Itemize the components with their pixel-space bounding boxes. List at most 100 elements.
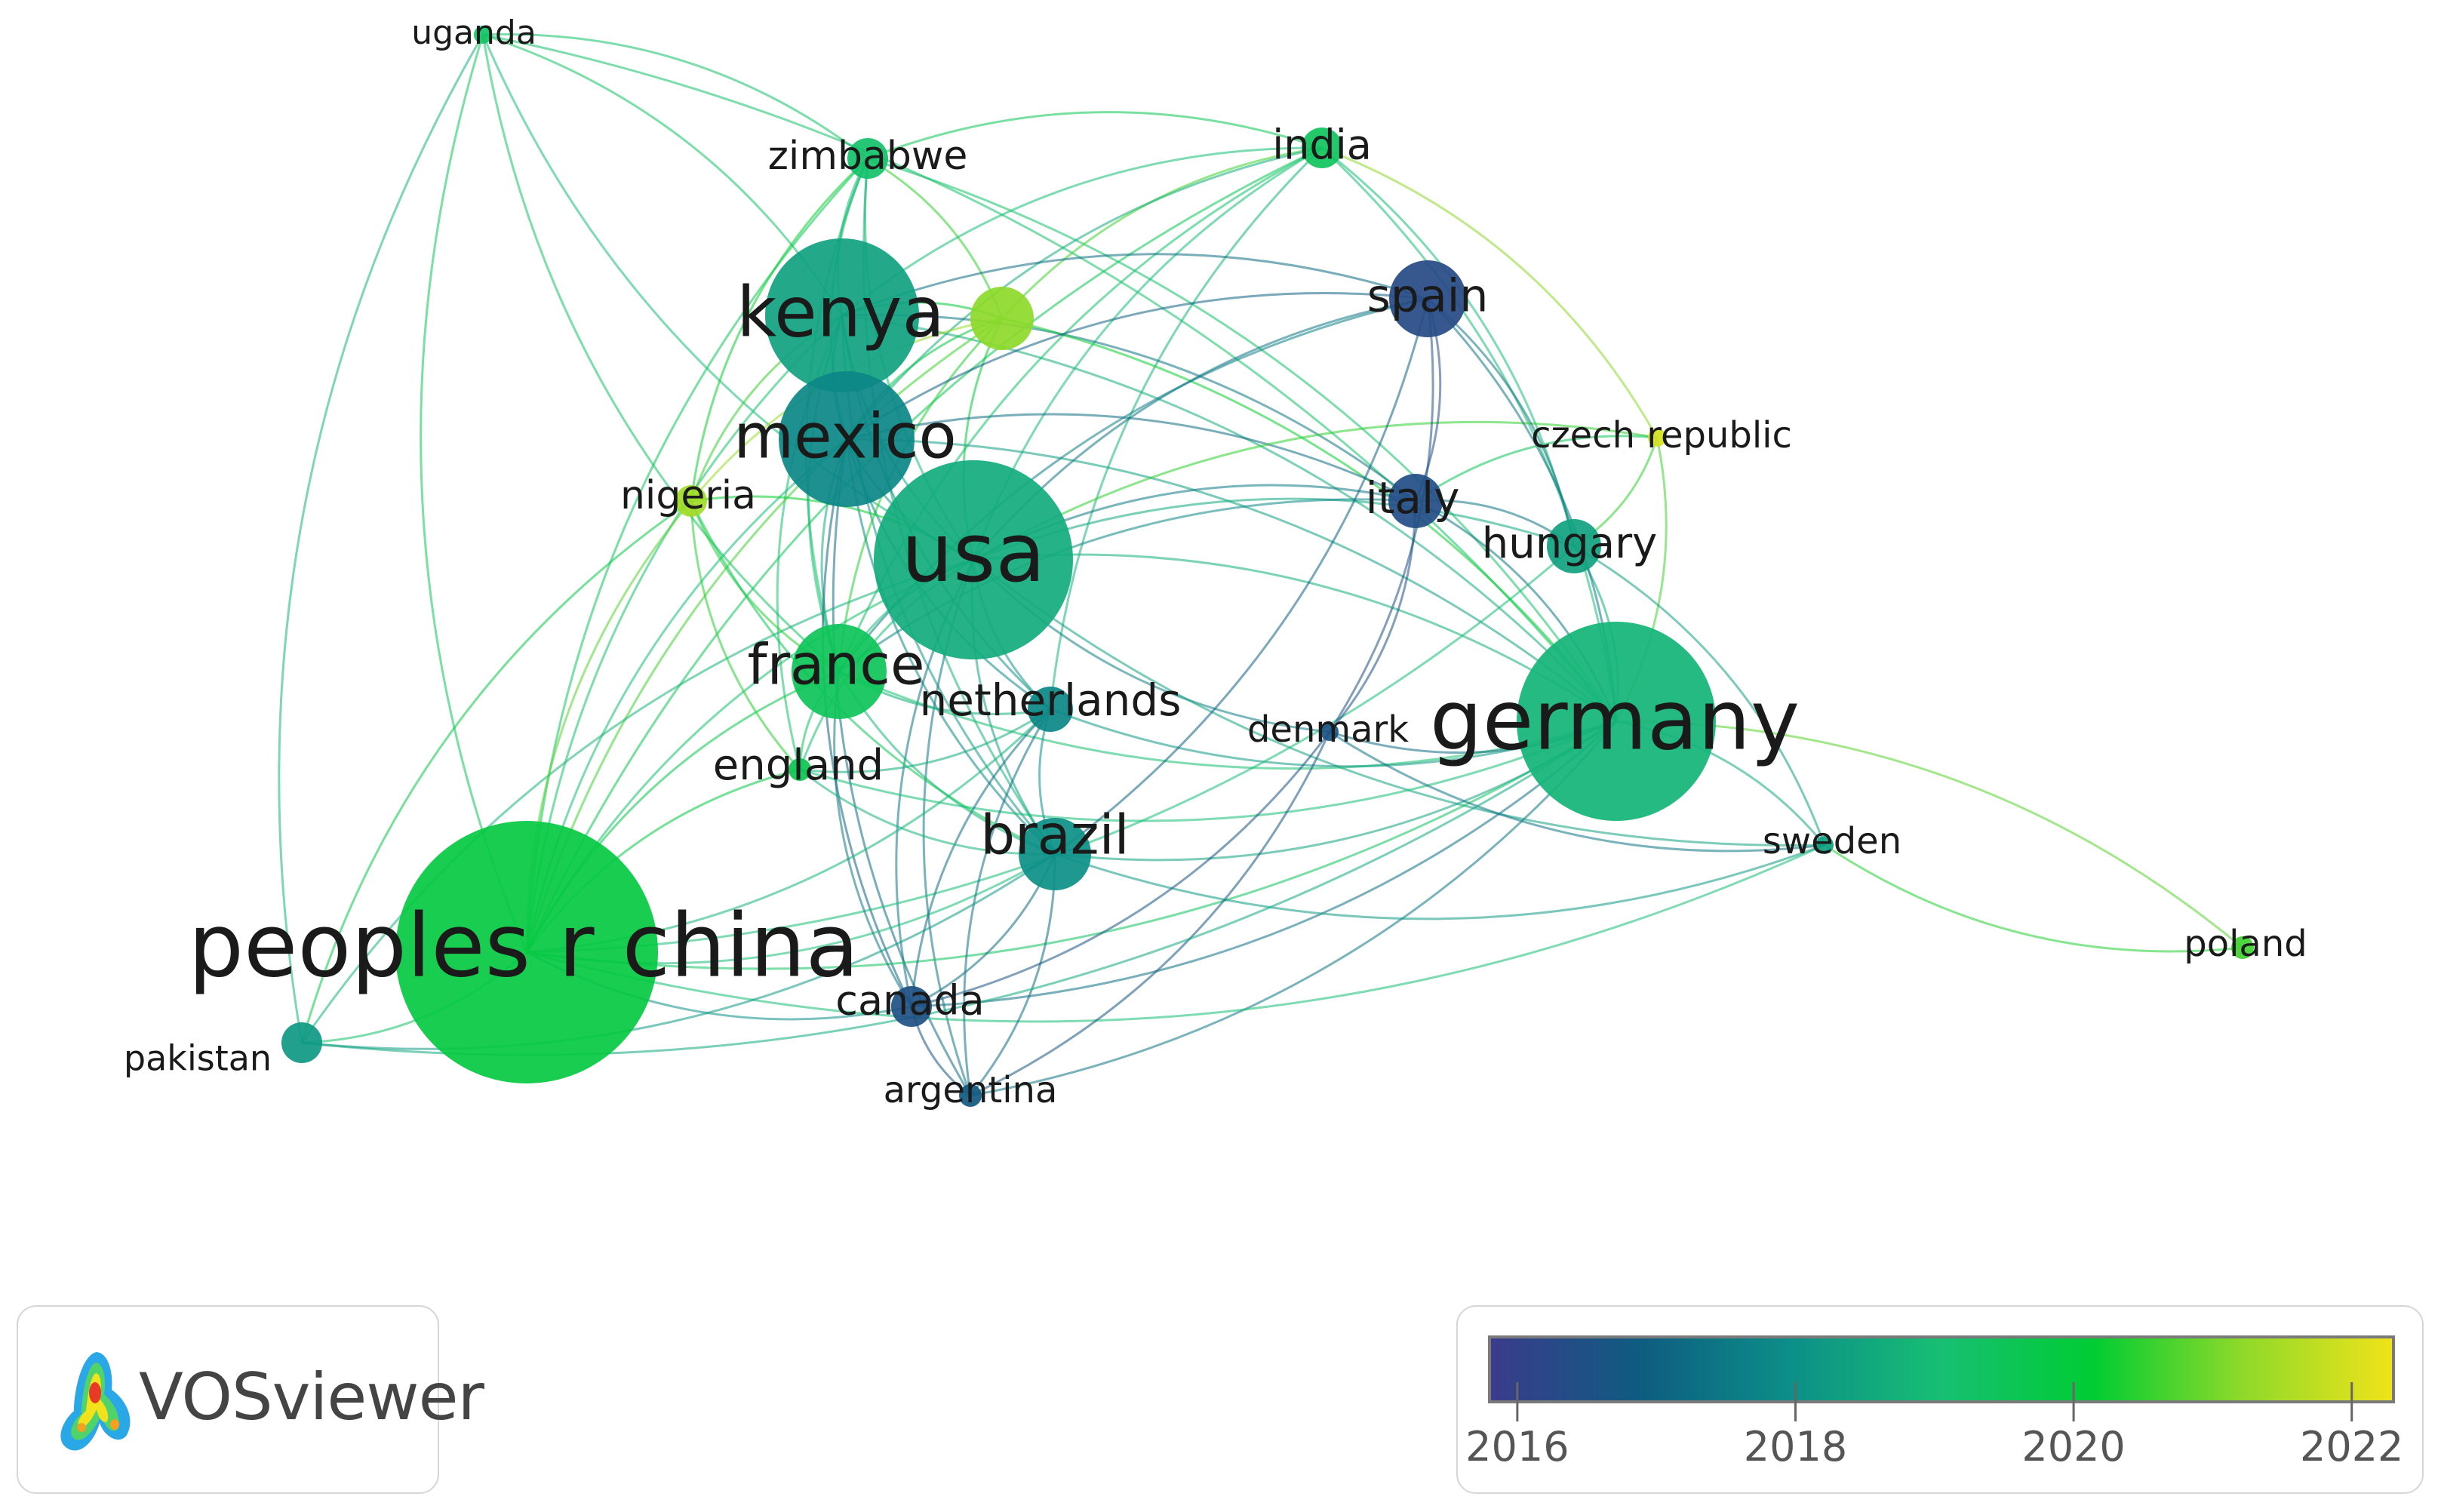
label-peoples-r-china[interactable]: peoples r china [188, 896, 859, 997]
edge-mexico-brazil [845, 438, 1056, 856]
edge-uganda-zimbabwe [482, 33, 868, 160]
node-sweden[interactable] [1815, 836, 1834, 854]
node-hungary[interactable] [1547, 519, 1601, 573]
edge-kenya-germany [841, 314, 1618, 723]
edge-canada-denmark [911, 731, 1331, 1008]
edge-brazil-sweden [1054, 844, 1825, 920]
node-pakistan[interactable] [281, 1022, 322, 1063]
label-canada[interactable]: canada [835, 977, 984, 1025]
node-peoples-r-china[interactable] [395, 821, 658, 1083]
edge-zimbabwe-germany [867, 157, 1618, 722]
node-germany[interactable] [1517, 622, 1716, 821]
label-brazil[interactable]: brazil [980, 804, 1129, 867]
node-uganda[interactable] [474, 26, 492, 44]
edge-usa-pakistan [300, 558, 974, 1043]
edge-germany-peoples-r-china [526, 720, 1617, 970]
label-sweden[interactable]: sweden [1763, 820, 1901, 862]
edge-nigeria-zimbabwe [690, 157, 869, 502]
node-unlabeled-green[interactable] [970, 287, 1034, 350]
edge-mexico-canada [821, 438, 913, 1007]
node-nigeria[interactable] [675, 485, 707, 517]
edge-usa-sweden [973, 558, 1825, 847]
label-nigeria[interactable]: nigeria [620, 473, 756, 518]
node-usa[interactable] [874, 460, 1073, 659]
edge-argentina-denmark [970, 731, 1331, 1097]
edge-usa-czech-republic [973, 420, 1658, 561]
edge-pakistan-uganda [278, 34, 484, 1043]
label-netherlands[interactable]: netherlands [920, 675, 1182, 726]
edge-germany-poland [1616, 720, 2243, 949]
label-germany[interactable]: germany [1430, 671, 1800, 768]
label-spain[interactable]: spain [1367, 270, 1489, 323]
legend-tick-label: 2016 [1465, 1423, 1569, 1471]
node-kenya[interactable] [765, 238, 919, 392]
node-india[interactable] [1302, 128, 1342, 168]
legend-tick-label: 2018 [1744, 1423, 1847, 1471]
label-poland[interactable]: poland [2184, 923, 2307, 965]
edge-pakistan-brazil [301, 853, 1056, 1050]
edge-germany-canada [911, 720, 1617, 1008]
label-hungary[interactable]: hungary [1482, 519, 1658, 568]
legend-gradient-bar [1488, 1335, 2395, 1403]
node-spain[interactable] [1389, 260, 1466, 337]
node-canada[interactable] [891, 986, 932, 1027]
edge-nigeria-england [690, 500, 801, 770]
edge-england-netherlands [799, 708, 1051, 773]
edge-india-czech-republic [1321, 146, 1659, 438]
vosviewer-heatmap-logo-icon [60, 1352, 131, 1451]
node-mexico[interactable] [779, 371, 915, 507]
node-italy[interactable] [1388, 474, 1443, 528]
edge-spain-hungary [1427, 297, 1576, 547]
node-zimbabwe[interactable] [847, 138, 888, 179]
app-name: VOSviewer [139, 1360, 484, 1435]
label-uganda[interactable]: uganda [411, 14, 536, 52]
label-italy[interactable]: italy [1366, 472, 1460, 524]
vosviewer-logo-panel: VOSviewer [17, 1305, 484, 1494]
nodes-layer [281, 26, 2254, 1107]
labels-layer: uganda zimbabwe india kenya spain czech repub… [124, 14, 2307, 1111]
edge-italy-denmark [1328, 500, 1417, 733]
edge-kenya-spain [841, 253, 1428, 317]
edge-germany-france [838, 670, 1617, 770]
edge-peoples-r-china-sweden [526, 844, 1825, 1023]
edge-brazil-spain [1054, 298, 1429, 856]
edge-sweden-denmark [1329, 730, 1825, 853]
label-france[interactable]: france [748, 633, 925, 698]
label-denmark[interactable]: denmark [1247, 708, 1409, 751]
label-kenya[interactable]: kenya [736, 272, 945, 352]
edge-netherlands-argentina [963, 708, 1052, 1096]
label-argentina[interactable]: argentina [884, 1069, 1058, 1111]
edge-india-netherlands [1049, 146, 1323, 710]
node-england[interactable] [789, 758, 811, 781]
label-usa[interactable]: usa [902, 506, 1046, 601]
edge-sweden-poland [1824, 844, 2243, 953]
edge-unlabeled-green-germany [1001, 317, 1618, 722]
label-czech-republic[interactable]: czech republic [1531, 414, 1792, 456]
edge-england-brazil [799, 768, 1056, 856]
edge-germany-argentina [970, 721, 1618, 1097]
node-poland[interactable] [2231, 936, 2254, 959]
node-brazil[interactable] [1019, 818, 1091, 890]
label-pakistan[interactable]: pakistan [124, 1038, 272, 1079]
node-france[interactable] [792, 624, 887, 719]
label-zimbabwe[interactable]: zimbabwe [768, 134, 968, 179]
node-czech-republic[interactable] [1648, 429, 1666, 447]
edge-hungary-sweden [1573, 545, 1826, 846]
edge-germany-england [799, 720, 1617, 822]
label-england[interactable]: england [713, 741, 884, 790]
edge-italy-czech-republic [1415, 435, 1658, 502]
node-denmark[interactable] [1320, 723, 1339, 741]
label-mexico[interactable]: mexico [733, 401, 956, 472]
edge-kenya-italy [841, 313, 1416, 502]
edge-uganda-germany [482, 33, 1618, 722]
node-netherlands[interactable] [1028, 687, 1073, 732]
label-india[interactable]: india [1272, 121, 1372, 169]
node-argentina[interactable] [959, 1084, 982, 1107]
edge-uganda-peoples-r-china [420, 34, 528, 953]
edge-uganda-france [481, 34, 840, 673]
edge-india-mexico [845, 146, 1323, 440]
legend-tick-label: 2022 [2300, 1423, 2403, 1471]
